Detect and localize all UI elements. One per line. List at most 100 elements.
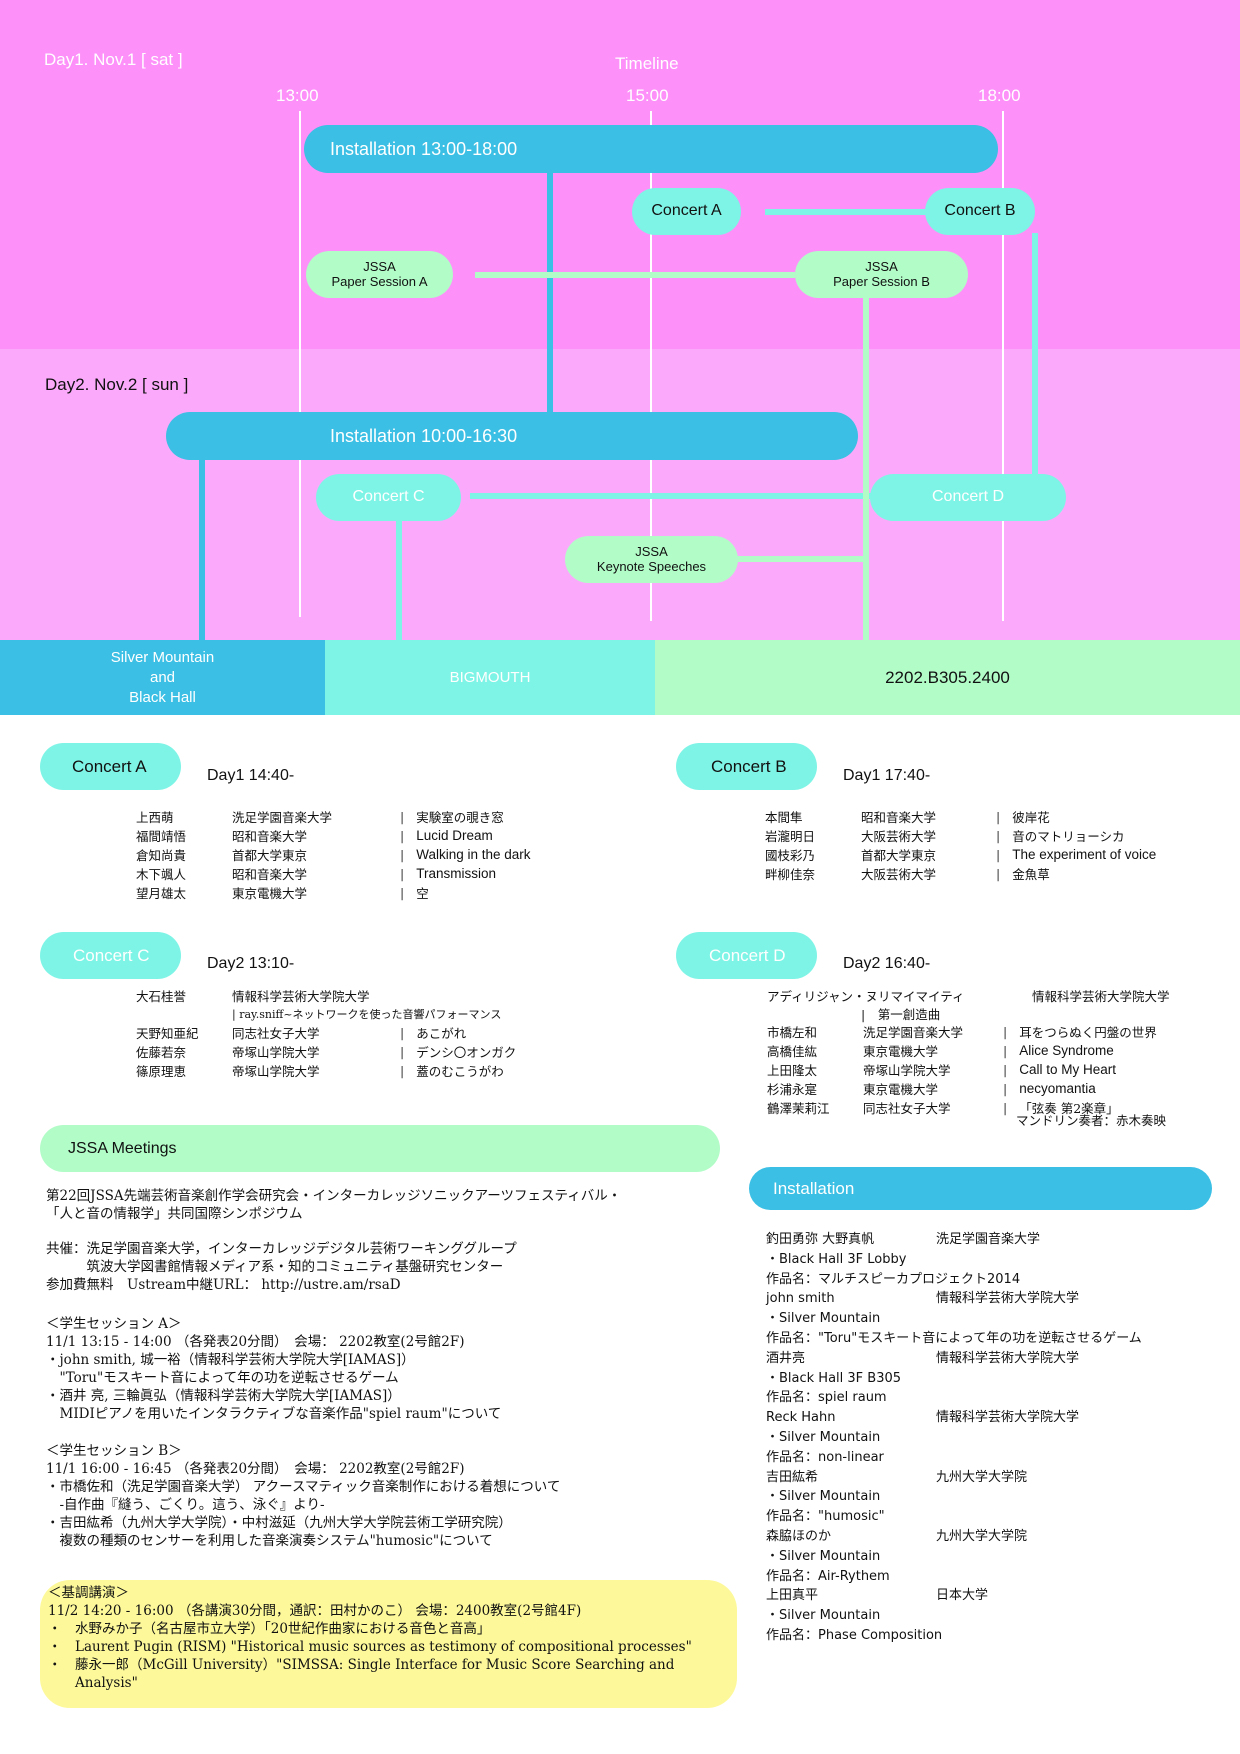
performer-name: 福間靖悟 [136, 829, 187, 844]
tick-1300: 13:00 [276, 86, 319, 105]
performer-school: 帝塚山学院大学 [863, 1063, 951, 1078]
installation-work: 作品名：Air-Rythem [766, 1568, 890, 1584]
location-bigmouth: BIGMOUTH [325, 640, 655, 715]
separator: | [400, 1025, 405, 1040]
location-bigmouth-label: BIGMOUTH [449, 668, 531, 686]
connector-concert-a-b [765, 209, 929, 215]
installation-place: ・Silver Mountain [766, 1548, 881, 1564]
connector-keynote-rooms [735, 556, 867, 562]
text-line: 参加費無料 Ustream中継URL： http://ustre.am/rsaD [46, 1277, 401, 1293]
text-line: ＜学生セッション B＞ [46, 1443, 182, 1459]
performer-school: 東京電機大学 [863, 1044, 939, 1059]
program-row: 鶴澤茉莉江同志社女子大学|「弦奏 第2楽章」 [767, 1098, 1157, 1117]
performer-name: 天野知亜紀 [136, 1026, 199, 1041]
event-concert-c[interactable]: Concert C [316, 474, 461, 521]
event-concert-b-label: Concert B [944, 202, 1016, 220]
performer-name: 市橋左和 [767, 1025, 818, 1040]
performer-name: 岩瀧明日 [765, 829, 816, 844]
concert-c-title: Concert C [73, 945, 150, 965]
performer-name: 佐藤若奈 [136, 1045, 187, 1060]
text-line: Analysis" [48, 1675, 138, 1691]
event-concert-a[interactable]: Concert A [632, 188, 741, 235]
event-paper-session-b[interactable]: JSSA Paper Session B [795, 251, 968, 298]
performer-school: 帝塚山学院大学 [232, 1064, 320, 1079]
performer-school: 大阪芸術大学 [861, 867, 937, 882]
performer-school: 東京電機大学 [863, 1082, 939, 1097]
installation-artist: 酒井亮 [766, 1350, 806, 1366]
program-row: 高橋佳紘東京電機大学|Alice Syndrome [767, 1041, 1157, 1060]
event-installation-day2-label: Installation 10:00-16:30 [330, 425, 518, 446]
event-installation-day1[interactable]: Installation 13:00-18:00 [304, 125, 998, 173]
concert-d-when: Day2 16:40- [843, 955, 931, 972]
performer-school: 洗足学園音楽大学 [863, 1025, 964, 1040]
installation-heading: Installation [749, 1167, 1212, 1210]
gridline-1500 [650, 111, 652, 621]
concert-a-program: 上西萌洗足学園音楽大学|実験室の覗き窓福間靖悟昭和音楽大学|Lucid Drea… [136, 807, 531, 902]
jssa-title: JSSA Meetings [68, 1139, 177, 1157]
day2-label: Day2. Nov.2 [ sun ] [45, 375, 189, 394]
concert-c-heading: Concert C [40, 932, 181, 979]
connector-concert-b-d [1032, 233, 1038, 479]
performer-school: 情報科学芸術大学院大学 [1032, 989, 1170, 1004]
installation-school: 九州大学大学院 [936, 1528, 1028, 1544]
separator: | [400, 1044, 405, 1059]
installation-work: 作品名：マルチスピーカプロジェクト2014 [766, 1271, 1021, 1287]
separator: | [996, 866, 1001, 881]
performer-school: 昭和音楽大学 [861, 810, 937, 825]
performer-work-line: | ray.sniff~ネットワークを使った音響パフォーマンス [232, 1007, 502, 1021]
event-paper-session-a[interactable]: JSSA Paper Session A [306, 251, 453, 298]
event-concert-d-label: Concert D [931, 488, 1005, 506]
keynote-box [40, 1580, 737, 1708]
program-row: 市橋左和洗足学園音楽大学|耳をつらぬく円盤の世界 [767, 1022, 1157, 1041]
installation-school: 洗足学園音楽大学 [936, 1232, 1041, 1247]
program-row: 上田隆太帝塚山学院大学|Call to My Heart [767, 1060, 1157, 1079]
program-row: 天野知亜紀同志社女子大学|あこがれ [136, 1023, 516, 1042]
concert-d-note: マンドリン奏者：赤木奏映 [1016, 1113, 1167, 1128]
text-line: 筑波大学図書館情報メディア系・知的コミュニティ基盤研究センター [46, 1259, 504, 1275]
connector-concert-c-bigmouth [396, 520, 402, 640]
program-row: 畔柳佳奈大阪芸術大学|金魚草 [765, 864, 1156, 883]
tick-1500: 15:00 [626, 86, 669, 105]
day1-band [0, 0, 1240, 349]
jssa-cohost: 共催：洗足学園音楽大学，インターカレッジデジタル芸術ワーキンググループ 筑波大学… [46, 1240, 517, 1294]
timeline-title: Timeline [615, 54, 679, 73]
performer-school: 首都大学東京 [861, 848, 937, 863]
installation-school: 情報科学芸術大学院大学 [936, 1350, 1080, 1366]
installation-artist: 上田真平 [766, 1588, 819, 1604]
installation-place: ・Silver Mountain [766, 1429, 881, 1445]
performer-school: 首都大学東京 [232, 848, 308, 863]
performer-work-line: | 第一創造曲 [861, 1006, 941, 1022]
event-concert-a-label: Concert A [651, 202, 722, 220]
program-row: 杉浦永寔東京電機大学|necyomantia [767, 1079, 1157, 1098]
event-paper-a-line2: Paper Session A [331, 273, 428, 289]
performer-school: 昭和音楽大学 [232, 867, 308, 882]
gridline-1800 [1002, 111, 1004, 621]
performer-work: 空 [416, 886, 429, 901]
performer-work: Transmission [416, 866, 496, 881]
jssa-session-a: ＜学生セッション A＞11/1 13:15 - 14:00 （各発表20分間） … [46, 1315, 501, 1423]
performer-name: 望月雄太 [136, 886, 187, 901]
performer-name: 大石桂誉 [136, 989, 187, 1004]
performer-work: 音のマトリョーシカ [1012, 829, 1125, 844]
event-concert-d[interactable]: Concert D [870, 474, 1066, 521]
concert-a-when: Day1 14:40- [207, 767, 295, 784]
event-keynote-speeches[interactable]: JSSA Keynote Speeches [565, 536, 738, 583]
event-installation-day2[interactable]: Installation 10:00-16:30 [166, 412, 858, 460]
text-line: MIDIピアノを用いたインタラクティブな音楽作品"spiel raum"について [46, 1406, 502, 1422]
installation-work: 作品名："Toru"モスキート音によって年の功を逆転させるゲーム [766, 1330, 1142, 1346]
performer-work: Walking in the dark [416, 847, 531, 862]
location-silver-line2: and [149, 668, 176, 686]
concert-b-program: 本間隼昭和音楽大学|彼岸花岩瀧明日大阪芸術大学|音のマトリョーシカ國枝彩乃首都大… [765, 807, 1156, 883]
text-line: 11/1 16:00 - 16:45 （各発表20分間） 会場： 2202教室(… [46, 1461, 465, 1477]
concert-d-heading: Concert D [676, 932, 817, 979]
performer-work: Call to My Heart [1019, 1062, 1116, 1077]
event-concert-b[interactable]: Concert B [925, 188, 1035, 235]
performer-name: 上西萌 [136, 810, 174, 825]
jssa-session-b: ＜学生セッション B＞ 11/1 16:00 - 16:45 （各発表20分間） … [46, 1442, 560, 1550]
installation-place: ・Black Hall 3F B305 [766, 1370, 902, 1386]
separator: | [400, 1063, 405, 1078]
installation-school: 情報科学芸術大学院大学 [936, 1410, 1080, 1426]
